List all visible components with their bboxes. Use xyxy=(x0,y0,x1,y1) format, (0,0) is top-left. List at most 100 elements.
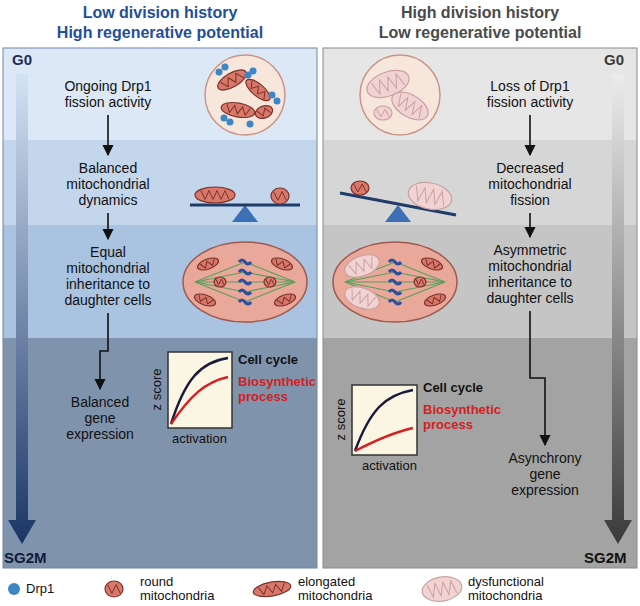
fulcrum xyxy=(385,205,411,222)
legend-text: Drp1 xyxy=(26,582,86,596)
flow-arrow xyxy=(107,213,109,239)
flow-arrow xyxy=(100,313,108,389)
chart-label: activation xyxy=(172,431,227,446)
legend-text: dysfunctional mitochondria xyxy=(468,575,568,603)
legend-icon xyxy=(92,575,136,603)
mitochondrion xyxy=(423,292,447,309)
cristae xyxy=(201,191,229,200)
cristae xyxy=(248,81,268,100)
mito-outline xyxy=(342,250,383,281)
mitochondrion xyxy=(264,277,276,287)
flow-arrow xyxy=(529,213,531,237)
phase-label: SG2M xyxy=(4,550,47,565)
mito-outline xyxy=(387,86,433,125)
mitochondrion xyxy=(342,282,383,313)
step-text: Decreased mitochondrial fission xyxy=(473,160,587,208)
drp1-dot xyxy=(250,68,257,75)
mito-outline xyxy=(243,76,274,104)
step-text: Balanced mitochondrial dynamics xyxy=(51,160,165,208)
chromosome xyxy=(239,260,251,264)
mitochondrion xyxy=(252,579,292,599)
time-arrow xyxy=(8,74,632,544)
chromosome xyxy=(389,280,401,284)
chromosome xyxy=(239,290,251,294)
chromosome xyxy=(389,260,401,264)
right-bands xyxy=(323,48,637,568)
cristae xyxy=(220,71,243,89)
drp1-dot xyxy=(269,92,276,99)
legend-entry: dysfunctional mitochondria xyxy=(420,574,568,604)
cell-drawings xyxy=(183,55,457,322)
mito-outline xyxy=(193,292,217,309)
mito-outline xyxy=(215,66,250,94)
mito-outline xyxy=(196,256,220,273)
mito-outline xyxy=(374,106,392,120)
step-text: Loss of Drp1 fission activity xyxy=(473,78,587,110)
legend-text: elongated mitochondria xyxy=(298,575,378,603)
mitochondrion xyxy=(414,277,426,287)
step-text-box: Loss of Drp1 fission activity xyxy=(471,76,589,112)
step-text-box: Asymmetric mitochondrial inheritance to … xyxy=(471,240,589,308)
mito-outline xyxy=(253,103,274,120)
panel-heading: Low regenerative potential xyxy=(320,23,640,42)
mitochondrion xyxy=(105,581,123,597)
phase-label: SG2M xyxy=(584,550,627,565)
phase-label: G0 xyxy=(604,52,624,67)
step-text: Asynchrony gene expression xyxy=(495,450,596,498)
dividing-cell xyxy=(333,242,457,322)
spindle xyxy=(345,281,395,282)
cristae xyxy=(258,583,286,595)
panel: High division historyLow regenerative po… xyxy=(320,0,640,568)
panel-heading: High regenerative potential xyxy=(0,23,320,42)
mito-outline xyxy=(270,256,294,273)
cristae xyxy=(413,186,446,206)
chart-label: z score xyxy=(149,365,164,415)
mito-outline xyxy=(271,188,289,204)
mitochondrion xyxy=(406,179,454,214)
mitochondrion xyxy=(273,292,297,309)
cristae xyxy=(416,279,424,285)
dividing-cell xyxy=(183,242,307,322)
mitochondrion xyxy=(195,187,235,203)
step-text-box: Balanced mitochondrial dynamics xyxy=(49,158,167,210)
cristae xyxy=(377,109,390,117)
cristae xyxy=(200,259,216,270)
drp1-dot xyxy=(274,98,281,105)
mito-outline xyxy=(406,179,454,214)
mitochondrion xyxy=(215,66,250,94)
mitochondrion xyxy=(342,250,383,281)
panel-heading: Low division history xyxy=(0,3,320,22)
step-text-box: Ongoing Drp1 fission activity xyxy=(49,76,167,112)
cristae xyxy=(395,94,425,119)
fulcrum xyxy=(232,205,258,222)
drp1-dot xyxy=(227,119,234,126)
mitochondrion xyxy=(196,256,220,273)
cristae xyxy=(354,184,367,192)
mitochondrion xyxy=(271,188,289,204)
chart-label: Biosynthetic process xyxy=(423,402,501,432)
chart-label: Cell cycle xyxy=(238,352,298,367)
chromosome xyxy=(389,290,401,294)
legend-icon xyxy=(420,575,464,603)
panel-heading: High division history xyxy=(320,3,640,22)
flow-arrow xyxy=(529,115,531,155)
drp1-dot xyxy=(221,115,228,122)
drp1-dot xyxy=(247,121,254,128)
legend-entry: elongated mitochondria xyxy=(250,574,378,604)
legend-entry: round mitochondria xyxy=(92,574,220,604)
mitochondrion xyxy=(214,277,226,287)
mitochondrion xyxy=(351,181,369,195)
mito-outline xyxy=(195,187,235,203)
cristae xyxy=(226,104,251,116)
phase-label: G0 xyxy=(12,52,32,67)
drp1-dot xyxy=(222,64,229,71)
mitochondrion xyxy=(420,575,464,603)
mitochondrion xyxy=(253,103,274,120)
legend-icon xyxy=(250,575,294,603)
chromosome xyxy=(239,300,251,304)
cristae xyxy=(427,580,457,598)
mito-outline xyxy=(423,292,447,309)
mito-outline xyxy=(342,282,383,313)
mitochondrion xyxy=(243,76,274,104)
cristae xyxy=(108,585,121,594)
